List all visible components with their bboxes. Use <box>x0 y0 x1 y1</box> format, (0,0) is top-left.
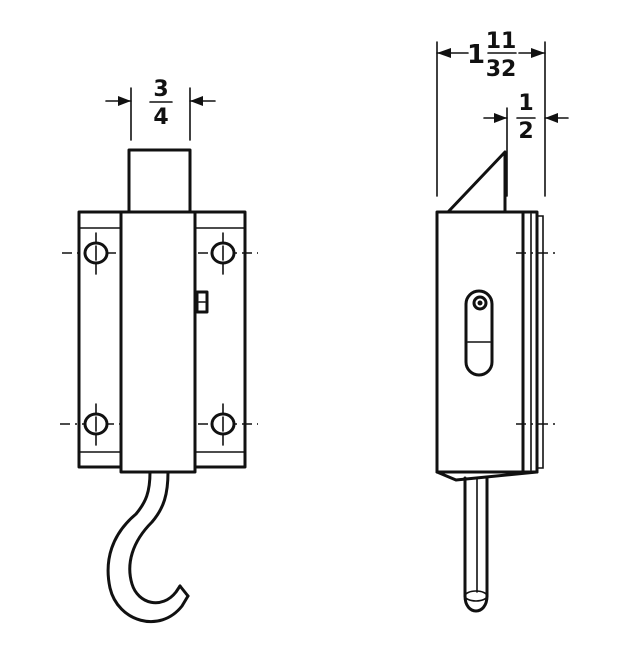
side-depth-numerator: 11 <box>486 29 517 54</box>
bolt-rod <box>463 476 489 613</box>
screw-hole-bottom-left <box>60 403 120 446</box>
side-view: 1 11 32 1 2 <box>435 29 569 613</box>
side-bevel-denominator: 2 <box>518 119 533 144</box>
screw-hole-top-left <box>62 232 120 275</box>
dimension-side-bevel: 1 2 <box>483 91 569 197</box>
screw-hole-bottom-right <box>198 403 258 446</box>
bolt-bevel <box>446 150 507 214</box>
side-bevel-numerator: 1 <box>518 91 533 116</box>
front-width-numerator: 3 <box>153 77 168 102</box>
front-width-denominator: 4 <box>153 105 168 130</box>
bolt-housing <box>119 210 197 474</box>
front-view: 3 4 <box>60 77 258 624</box>
bolt-top <box>127 148 192 214</box>
side-slot <box>464 289 494 377</box>
dimension-side-depth: 1 11 32 <box>436 29 546 197</box>
screw-hole-top-right <box>198 232 258 275</box>
dimension-front-width: 3 4 <box>105 77 216 141</box>
hook <box>106 470 190 624</box>
side-depth-denominator: 32 <box>486 57 517 82</box>
side-depth-whole: 1 <box>467 40 485 70</box>
